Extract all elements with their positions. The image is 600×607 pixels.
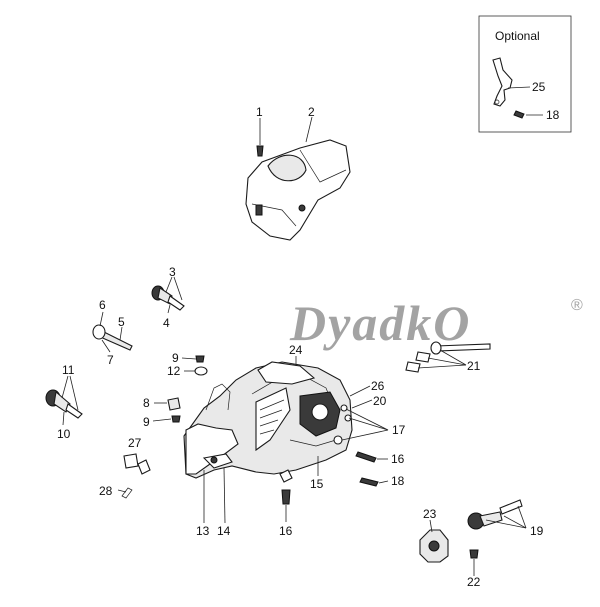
label-27: 27 [128,436,142,450]
label-24: 24 [289,343,303,357]
leader-9b [152,418,172,422]
leader-20 [351,399,373,409]
leader-21b [427,357,467,366]
leader-3b [173,276,183,301]
watermark-registered-mark: ® [571,297,583,314]
label-20: 20 [373,394,387,408]
label-14: 14 [217,524,231,538]
label-3: 3 [169,265,176,279]
label-13: 13 [196,524,210,538]
label-16b: 16 [279,524,293,538]
label-7: 7 [107,353,114,367]
label-1: 1 [256,105,263,119]
label-18-inset: 18 [546,108,560,122]
label-12: 12 [167,364,181,378]
top-cover [245,139,351,241]
label-9b: 9 [143,415,150,429]
small-parts-right [279,404,379,505]
leader-17b [348,417,389,431]
label-15: 15 [310,477,324,491]
watermark-text: DyadkO [289,295,471,351]
label-21: 21 [467,359,481,373]
label-23: 23 [423,507,437,521]
label-18b: 18 [391,474,405,488]
label-2: 2 [308,105,315,119]
leader-4 [167,304,171,314]
cap-3 [151,285,185,311]
leader-6 [99,311,104,327]
leader-19a [485,519,527,529]
label-9a: 9 [172,351,179,365]
optional-inset: Optional [478,15,572,133]
adjuster-19 [467,499,523,530]
leader-17c [345,408,389,431]
parts-27-28 [121,453,151,499]
bracket-hole [494,99,500,105]
label-25: 25 [532,80,546,94]
label-11: 11 [62,363,75,377]
crankcase-body [183,361,353,479]
leader-25 [507,86,531,89]
leader-11a [61,375,69,399]
tube-5 [92,324,133,351]
leader-19c [517,505,527,529]
optional-title: Optional [495,29,540,43]
optional-frame [478,15,572,133]
label-26: 26 [371,379,385,393]
leader-21a [439,349,467,366]
label-8: 8 [143,396,150,410]
label-10: 10 [57,427,71,441]
leader-19b [503,515,527,529]
cap-11 [45,389,83,419]
leader-23 [429,519,433,533]
bolts-21 [405,341,491,373]
small-parts-left [167,355,208,423]
leader-3a [165,276,173,293]
leader-9a [181,357,197,360]
screw-18-inset [513,110,525,119]
leader-17a [341,429,389,441]
label-19: 19 [530,524,544,538]
label-17: 17 [392,423,406,437]
leader-18b [378,480,389,484]
leader-11b [69,375,79,411]
leader-14 [223,467,226,524]
label-4: 4 [163,316,170,330]
leader-7 [101,339,111,353]
chain-catcher-bracket [492,57,513,107]
screw-22 [469,549,479,559]
leader-26 [349,385,371,397]
label-5: 5 [118,315,125,329]
watermark: DyadkO ® [289,295,583,351]
leader-28 [117,489,127,493]
leader-2 [305,116,313,143]
leader-10 [62,411,65,426]
label-28: 28 [99,484,113,498]
leader-5 [119,326,123,341]
label-16a: 16 [391,452,405,466]
bracket-23 [419,529,449,563]
label-6: 6 [99,298,106,312]
part-labels: 1 2 3 4 5 6 7 8 9 9 10 11 12 13 14 15 16… [57,80,560,589]
screw-1 [256,145,264,157]
label-22: 22 [467,575,481,589]
leader-21c [417,364,467,369]
